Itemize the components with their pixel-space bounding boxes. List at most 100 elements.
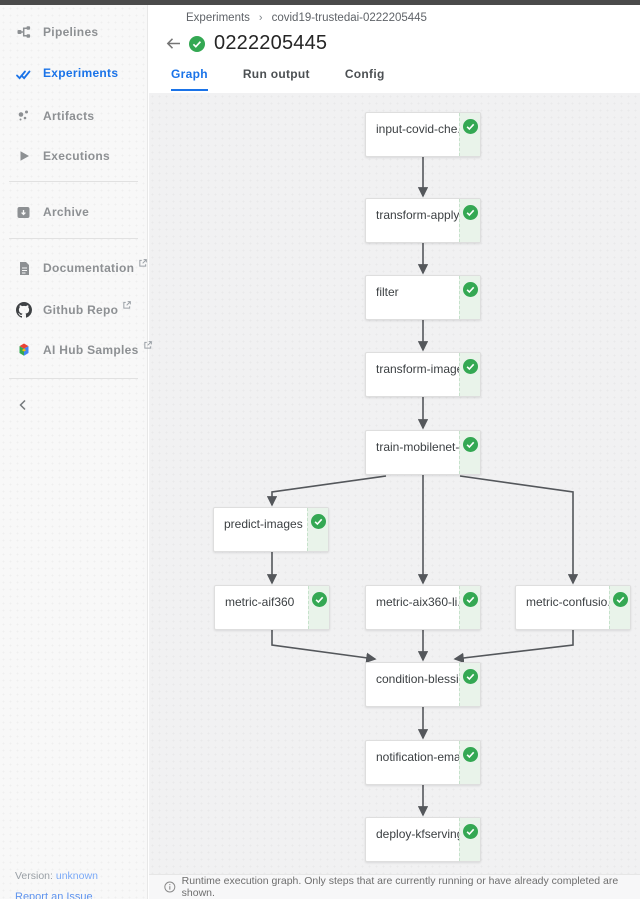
node-status-strip bbox=[459, 741, 480, 784]
node-label: metric-confusio... bbox=[526, 595, 618, 609]
page-header: Experiments › covid19-trustedai-02222054… bbox=[149, 5, 640, 93]
node-label: train-mobilenet-... bbox=[376, 440, 470, 454]
node-status-strip bbox=[459, 353, 480, 396]
executions-icon bbox=[15, 148, 32, 165]
sidebar-divider bbox=[9, 181, 138, 182]
node-label: metric-aix360-li... bbox=[376, 595, 468, 609]
graph-node-train-mobilenet[interactable]: train-mobilenet-... bbox=[365, 430, 481, 475]
success-check-icon bbox=[463, 205, 478, 220]
tab-config[interactable]: Config bbox=[344, 67, 385, 81]
graph-node-metric-confusion[interactable]: metric-confusio... bbox=[515, 585, 631, 630]
report-issue-link[interactable]: Report an Issue bbox=[15, 891, 93, 899]
version-link[interactable]: unknown bbox=[55, 870, 98, 882]
success-check-icon bbox=[463, 359, 478, 374]
ai-hub-icon bbox=[15, 342, 32, 359]
graph-edges bbox=[266, 157, 579, 817]
title-bar: 0222205445 bbox=[164, 32, 327, 55]
breadcrumb-experiments[interactable]: Experiments bbox=[186, 12, 250, 24]
node-status-strip bbox=[307, 508, 328, 551]
graph-node-predict-images[interactable]: predict-images bbox=[213, 507, 329, 552]
graph-node-transform-apply[interactable]: transform-apply bbox=[365, 198, 481, 243]
node-label: input-covid-che... bbox=[376, 122, 468, 136]
version-label: Version: bbox=[15, 870, 53, 882]
success-check-icon bbox=[312, 592, 327, 607]
arrow-left-icon bbox=[166, 38, 180, 49]
success-check-icon bbox=[463, 669, 478, 684]
external-link-icon bbox=[138, 255, 148, 273]
sidebar-item-executions[interactable]: Executions bbox=[0, 136, 148, 176]
success-check-icon bbox=[463, 824, 478, 839]
pipelines-icon bbox=[15, 24, 32, 41]
graph-node-deploy-kfserving[interactable]: deploy-kfserving bbox=[365, 817, 481, 862]
node-status-strip bbox=[459, 199, 480, 242]
page-title: 0222205445 bbox=[214, 32, 328, 54]
sidebar-item-label: Executions bbox=[43, 149, 111, 163]
sidebar-item-ai-hub-samples[interactable]: AI Hub Samples bbox=[0, 330, 152, 370]
sidebar-item-archive[interactable]: Archive bbox=[0, 192, 148, 232]
tab-bar: Graph Run output Config bbox=[171, 67, 385, 91]
graph-node-transform-images[interactable]: transform-images bbox=[365, 352, 481, 397]
sidebar-item-label: Archive bbox=[43, 205, 90, 219]
experiments-icon bbox=[15, 65, 32, 82]
runtime-footer-text: Runtime execution graph. Only steps that… bbox=[181, 875, 619, 899]
back-button[interactable] bbox=[164, 35, 182, 53]
graph-node-notification-email[interactable]: notification-email bbox=[365, 740, 481, 785]
runtime-footer: Runtime execution graph. Only steps that… bbox=[149, 874, 640, 899]
run-success-icon bbox=[189, 35, 205, 52]
archive-icon bbox=[15, 204, 32, 221]
success-check-icon bbox=[463, 592, 478, 607]
sidebar-divider bbox=[9, 378, 138, 379]
breadcrumb: Experiments › covid19-trustedai-02222054… bbox=[186, 12, 427, 24]
node-status-strip bbox=[459, 276, 480, 319]
success-check-icon bbox=[463, 747, 478, 762]
graph-node-metric-aif360[interactable]: metric-aif360 bbox=[214, 585, 330, 630]
sidebar-item-github-repo[interactable]: Github Repo bbox=[0, 290, 148, 330]
node-label: notification-email bbox=[376, 750, 467, 764]
pipeline-graph-canvas[interactable]: input-covid-che... transform-apply filte… bbox=[149, 93, 640, 874]
sidebar: Pipelines Experiments Artifacts Executio… bbox=[0, 5, 152, 899]
artifacts-icon bbox=[15, 108, 32, 125]
success-check-icon bbox=[311, 514, 326, 529]
breadcrumb-separator-icon: › bbox=[258, 12, 263, 24]
github-icon bbox=[15, 302, 32, 319]
window-top-bar bbox=[0, 0, 640, 5]
node-status-strip bbox=[459, 431, 480, 474]
breadcrumb-current: covid19-trustedai-0222205445 bbox=[271, 12, 427, 24]
success-check-icon bbox=[463, 119, 478, 134]
sidebar-item-documentation[interactable]: Documentation bbox=[0, 248, 148, 288]
graph-node-filter[interactable]: filter bbox=[365, 275, 481, 320]
node-status-strip bbox=[609, 586, 630, 629]
sidebar-item-label: Github Repo bbox=[43, 303, 119, 317]
node-label: transform-apply bbox=[376, 208, 460, 222]
graph-node-input-covid[interactable]: input-covid-che... bbox=[365, 112, 481, 157]
sidebar-item-label: Pipelines bbox=[43, 25, 99, 39]
node-label: metric-aif360 bbox=[225, 595, 295, 609]
node-label: filter bbox=[376, 285, 399, 299]
sidebar-item-pipelines[interactable]: Pipelines bbox=[0, 12, 148, 52]
sidebar-item-artifacts[interactable]: Artifacts bbox=[0, 96, 148, 136]
node-status-strip bbox=[308, 586, 329, 629]
node-status-strip bbox=[459, 663, 480, 706]
sidebar-item-label: Artifacts bbox=[43, 109, 95, 123]
external-link-icon bbox=[122, 297, 132, 315]
node-label: condition-blessing bbox=[376, 672, 473, 686]
tab-graph[interactable]: Graph bbox=[171, 67, 208, 91]
sidebar-item-label: Documentation bbox=[43, 261, 135, 275]
tab-run-output[interactable]: Run output bbox=[242, 67, 310, 81]
node-status-strip bbox=[459, 113, 480, 156]
success-check-icon bbox=[613, 592, 628, 607]
graph-node-metric-aix360[interactable]: metric-aix360-li... bbox=[365, 585, 481, 630]
node-label: deploy-kfserving bbox=[376, 827, 464, 841]
collapse-sidebar-button[interactable] bbox=[13, 395, 33, 415]
node-label: predict-images bbox=[224, 517, 303, 531]
node-status-strip bbox=[459, 586, 480, 629]
graph-node-condition-blessing[interactable]: condition-blessing bbox=[365, 662, 481, 707]
sidebar-item-label: AI Hub Samples bbox=[43, 343, 139, 357]
external-link-icon bbox=[143, 337, 153, 355]
success-check-icon bbox=[463, 282, 478, 297]
info-icon bbox=[164, 881, 176, 893]
sidebar-divider bbox=[9, 238, 138, 239]
node-label: transform-images bbox=[376, 362, 470, 376]
sidebar-item-experiments[interactable]: Experiments bbox=[0, 53, 148, 93]
chevron-left-icon bbox=[19, 399, 26, 411]
